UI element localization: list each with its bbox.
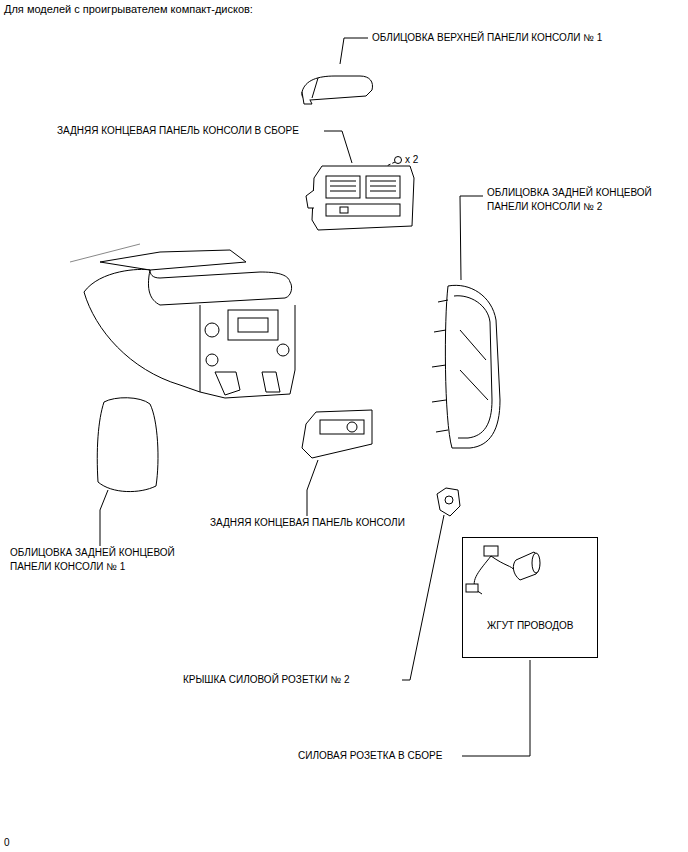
part-label: ОБЛИЦОВКА ЗАДНЕЙ КОНЦЕВОЙ ПАНЕЛИ КОНСОЛИ… — [487, 186, 677, 214]
part-label: x 2 — [405, 153, 418, 167]
part-label: ЗАДНЯЯ КОНЦЕВАЯ ПАНЕЛЬ КОНСОЛИ В СБОРЕ — [57, 124, 299, 138]
part-label: ОБЛИЦОВКА ЗАДНЕЙ КОНЦЕВОЙ ПАНЕЛИ КОНСОЛИ… — [10, 546, 200, 574]
outline-box: ЖГУТ ПРОВОДОВ — [462, 537, 598, 658]
part-label: СИЛОВАЯ РОЗЕТКА В СБОРЕ — [298, 749, 442, 763]
part-label: 0 — [4, 836, 10, 850]
part-label: КРЫШКА СИЛОВОЙ РОЗЕТКИ № 2 — [183, 673, 350, 687]
part-label: ЗАДНЯЯ КОНЦЕВАЯ ПАНЕЛЬ КОНСОЛИ — [210, 516, 405, 530]
part-label: ЖГУТ ПРОВОДОВ — [487, 619, 573, 633]
diagram-title: Для моделей с проигрывателем компакт-дис… — [4, 2, 253, 16]
part-label: ОБЛИЦОВКА ВЕРХНЕЙ ПАНЕЛИ КОНСОЛИ № 1 — [372, 31, 602, 45]
